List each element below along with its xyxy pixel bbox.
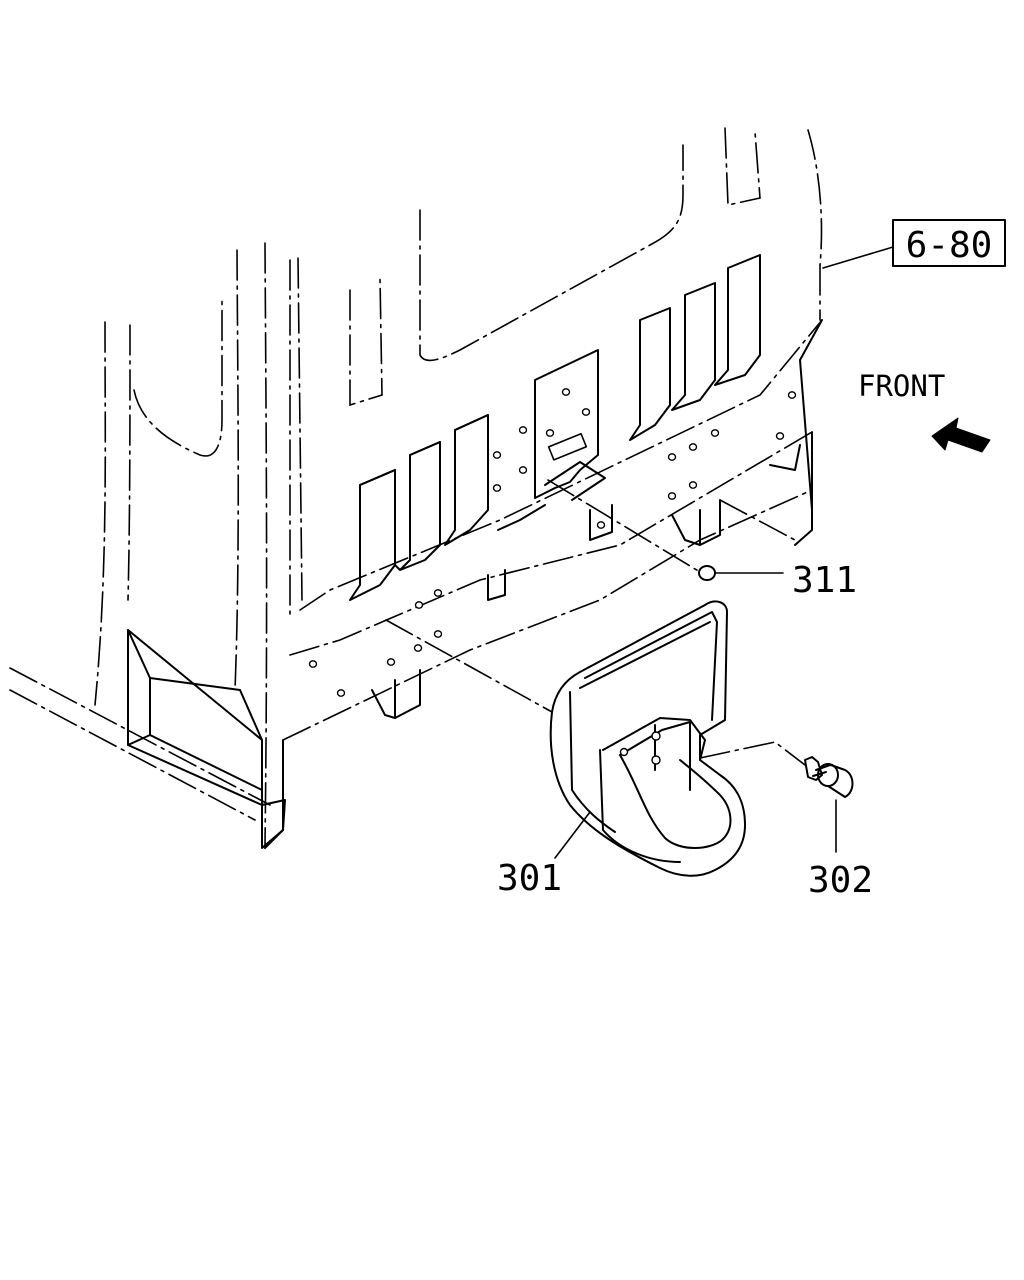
part-302-label: 302 (808, 860, 873, 901)
panel-ribs-right (629, 254, 761, 441)
part-301-label: 301 (497, 858, 562, 899)
part-311-label: 311 (792, 560, 857, 601)
panel-ribs-left (349, 414, 489, 601)
ref-page-callout[interactable]: 6-80 (822, 219, 1006, 269)
front-indicator: FRONT (858, 369, 991, 453)
mounting-plate (497, 349, 606, 531)
ref-page-label[interactable]: 6-80 (906, 225, 993, 266)
front-label: FRONT (858, 369, 945, 403)
part-301-step (385, 600, 746, 877)
front-direction-arrow-icon (931, 417, 991, 453)
part-302-bolt (699, 741, 854, 853)
cab-body (9, 127, 823, 849)
rivet-holes (308, 388, 797, 697)
part-311-grommet (547, 479, 784, 581)
